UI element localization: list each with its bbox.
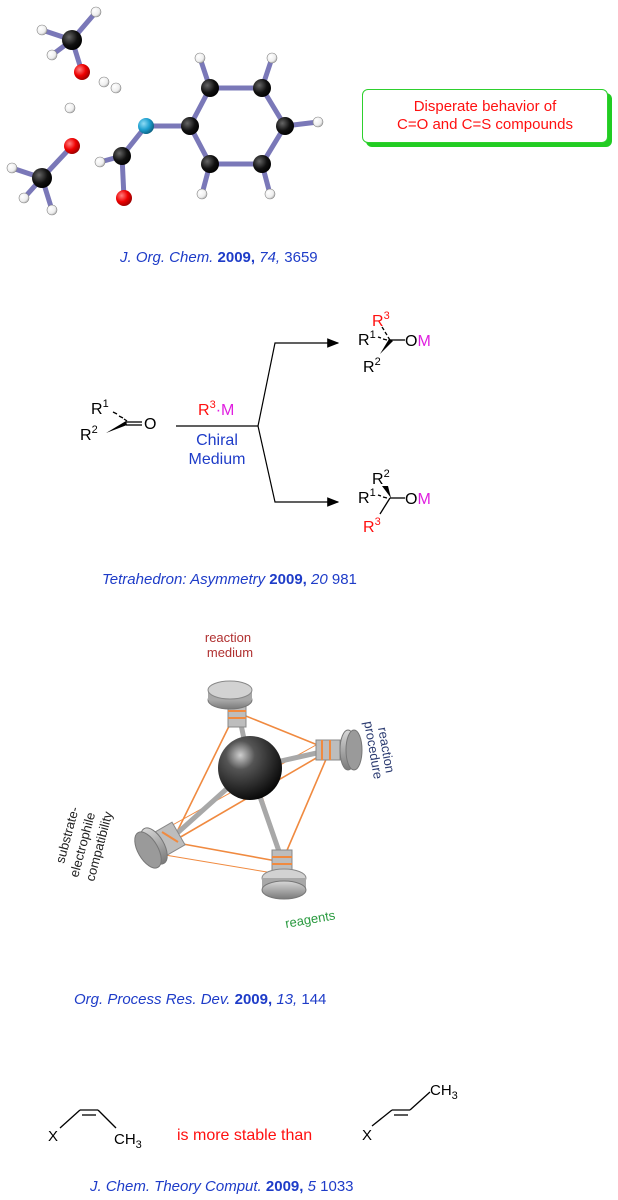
product-2-oxygen: OM: [405, 491, 431, 508]
product-2-r1-label: R1: [358, 487, 376, 507]
citation-year: 2009,: [265, 1178, 304, 1195]
citation-3: Org. Process Res. Dev. 2009, 13, 144: [74, 991, 326, 1008]
product-1-structure: R3 R1 R2 OM: [358, 310, 431, 376]
ketone-r2-label: R2: [80, 424, 98, 444]
citation-volume: 74,: [259, 249, 281, 266]
citation-year: 2009,: [269, 571, 307, 588]
cis-alkene: X CH3: [48, 1109, 142, 1151]
citation-pages: 1033: [320, 1178, 354, 1195]
bolt-left: [134, 821, 186, 869]
trans-ch3-label: CH3: [430, 1082, 458, 1102]
ketone-r1-label: R1: [91, 398, 109, 418]
citation-pages: 981: [331, 571, 357, 588]
ketone-wedge: [106, 421, 127, 433]
condition-line-1: Chiral: [196, 432, 238, 449]
trans-alkene: X CH3: [362, 1082, 458, 1144]
product-2-structure: R2 R1 R3 OM: [358, 468, 431, 536]
product-1-oxygen: OM: [405, 333, 431, 350]
panel-alkene-stability: X CH3 is more stable than X CH3 J. Chem.…: [0, 1070, 618, 1200]
bolt-top: [207, 680, 253, 728]
citation-journal: Org. Process Res. Dev.: [74, 991, 231, 1008]
product-1-wedge: [380, 339, 393, 354]
callout-line-1: Disperate behavior of: [413, 98, 557, 115]
ketone-structure: R1 R2 O: [80, 398, 156, 444]
product-2-r2-label: R2: [372, 468, 390, 488]
ketone-oxygen: O: [144, 416, 156, 433]
citation-pages: 144: [301, 991, 327, 1008]
ketone-bonds: [112, 411, 142, 426]
product-1-r2-label: R2: [363, 356, 381, 376]
condition-line-2: Medium: [189, 451, 246, 468]
comparison-text: is more stable than: [177, 1127, 312, 1144]
label-reaction-medium-2: medium: [207, 645, 253, 660]
reaction-scheme: R1 R2 O R3·M Chiral Medium R3 R1 R2: [80, 310, 431, 536]
citation-year: 2009,: [217, 249, 256, 266]
product-2-r3-label: R3: [363, 516, 381, 536]
callout-box: Disperate behavior of C=O and C=S compou…: [362, 89, 608, 143]
citation-pages: 3659: [284, 249, 318, 266]
cis-ch3-label: CH3: [114, 1131, 142, 1151]
citation-year: 2009,: [234, 991, 273, 1008]
callout-line-2: C=O and C=S compounds: [397, 116, 573, 133]
label-reagents: reagents: [284, 907, 337, 931]
product-2-wedge: [382, 486, 391, 498]
bolt-right: [315, 729, 363, 771]
reaction-arrows: [176, 338, 340, 507]
citation-volume: 5: [307, 1178, 316, 1195]
tetrahedral-model: reaction medium reaction procedure subst…: [52, 630, 397, 931]
citation-journal: Tetrahedron: Asymmetry: [102, 571, 266, 588]
reagent-label: R3·M: [198, 399, 234, 419]
panel-reaction-scheme: R1 R2 O R3·M Chiral Medium R3 R1 R2: [0, 290, 618, 610]
citation-2: Tetrahedron: Asymmetry 2009, 20 981: [102, 571, 357, 588]
atoms: [6, 6, 324, 216]
panel-tetrahedral-model: reaction medium reaction procedure subst…: [0, 610, 618, 1030]
trans-x-label: X: [362, 1127, 372, 1144]
panel-molecular-model: Disperate behavior of C=O and C=S compou…: [0, 0, 618, 290]
molecular-model-figure: [6, 6, 324, 216]
bonds: [9, 9, 321, 213]
citation-volume: 13,: [276, 991, 298, 1008]
citation-journal: J. Chem. Theory Comput.: [90, 1178, 262, 1195]
citation-volume: 20: [311, 571, 328, 588]
bolt-bottom: [261, 849, 307, 900]
product-2-bonds: [377, 494, 405, 515]
product-1-r1-label: R1: [358, 329, 376, 349]
citation-1: J. Org. Chem. 2009, 74, 3659: [120, 249, 318, 266]
label-reaction-medium-1: reaction: [205, 630, 251, 645]
citation-4: J. Chem. Theory Comput. 2009, 5 1033: [90, 1178, 354, 1195]
central-sphere: [218, 736, 282, 800]
alkene-comparison: X CH3 is more stable than X CH3: [48, 1082, 458, 1151]
product-1-r3-label: R3: [372, 310, 390, 330]
cis-x-label: X: [48, 1128, 58, 1145]
citation-journal: J. Org. Chem.: [120, 249, 214, 266]
